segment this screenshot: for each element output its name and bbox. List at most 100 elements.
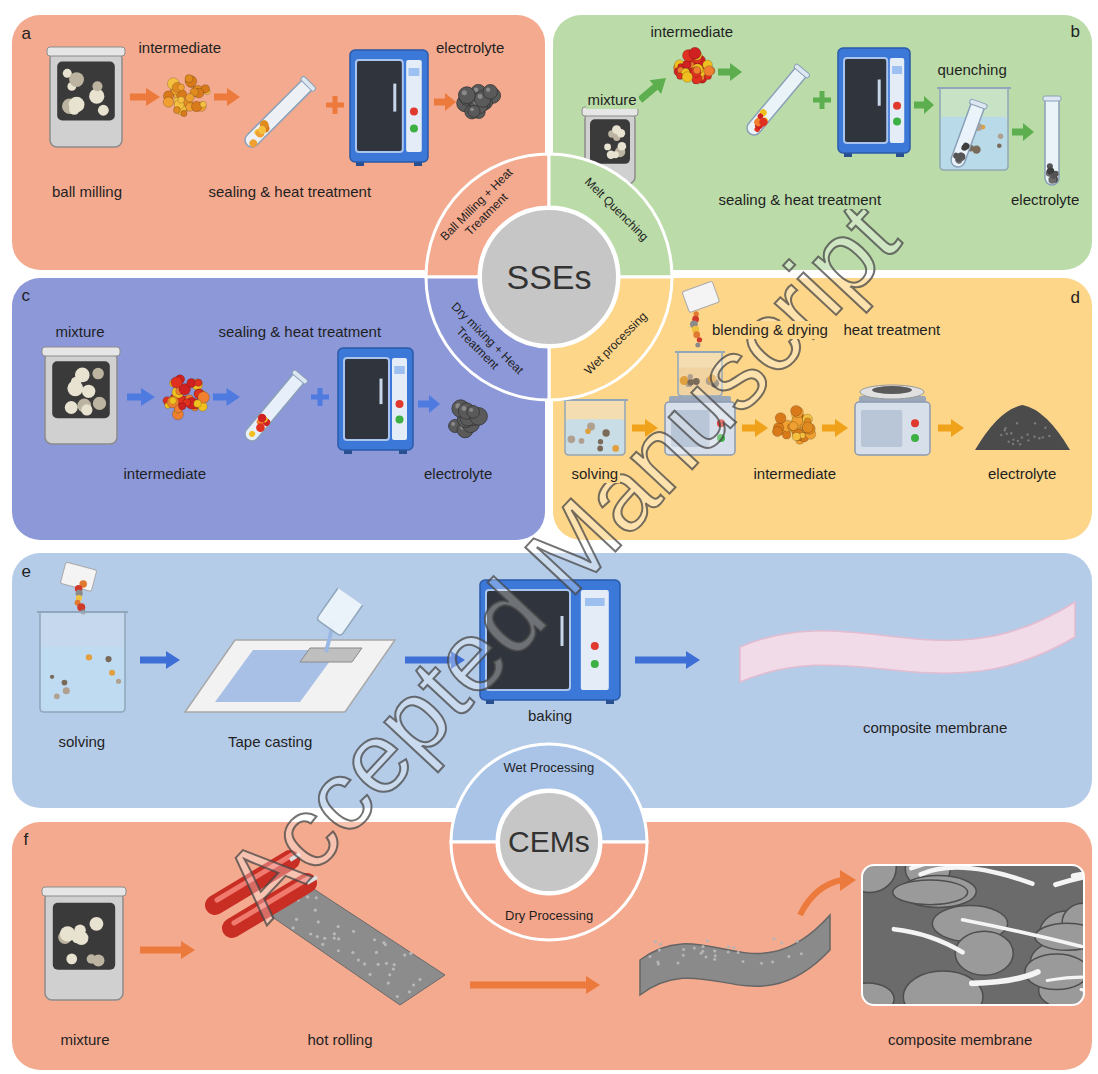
powder-cluster [795,431,802,438]
powder-cluster [185,93,194,102]
membrane-sheet [676,962,679,965]
test-tube [1048,176,1056,184]
electrolyte-pellets [460,92,473,105]
electrolyte-pellets [478,94,483,99]
step-label: composite membrane [861,719,1009,737]
beaker [941,117,1007,169]
ball-mill-jar [50,52,122,147]
step-label: composite membrane [886,1031,1034,1049]
electrolyte-pellets [464,409,469,414]
membrane-sheet [693,946,696,949]
powder-cluster [191,101,201,111]
panel-letter: c [20,286,33,306]
hot-rollers [388,973,391,976]
test-tube [756,112,764,120]
powder-cluster [163,97,173,107]
membrane-sheet [649,955,652,958]
drying-dish [872,386,912,394]
powder-cluster [190,88,198,96]
powder-pile [1000,434,1002,436]
ring-shape [451,744,647,940]
powder-cluster [800,430,809,439]
center-label: CEMs [506,824,592,860]
ball-mill-jar [615,147,625,157]
furnace [350,50,428,162]
powder-cluster [788,425,795,432]
electrolyte-pellets [467,413,480,426]
beaker [972,145,980,153]
hot-rollers [215,860,290,905]
ball-mill-jar [57,62,115,121]
furnace [344,448,352,454]
powder-cluster [176,89,186,99]
test-tube [1053,171,1059,177]
ball-mill-jar [74,931,88,945]
electrolyte-pellets [457,84,501,118]
hot-rollers [321,943,324,946]
test-tube [242,372,305,444]
step-label: hot rolling [306,1031,375,1049]
powder-cluster [174,89,184,99]
powder-cluster [195,104,201,110]
ball-mill-jar [590,119,630,164]
test-tube [255,417,264,426]
powder-cluster [181,110,187,116]
ball-mill-jar [69,97,85,113]
step-label: heat treatment [842,321,943,339]
flow-arrow [914,96,934,114]
powder-cluster [793,407,804,418]
powder-pile [1006,433,1008,435]
powder-cluster [194,88,204,98]
test-tube [758,116,769,127]
hot-rollers [403,953,406,956]
beaker [675,351,725,353]
step-label: solving [57,733,108,751]
membrane-sheet [787,955,790,958]
hot-rollers [292,926,295,929]
beaker [585,428,591,434]
step-label: electrolyte [434,39,506,57]
hot-plate [861,410,902,447]
powder-sachet [695,342,700,347]
powder-cluster [163,75,210,117]
test-tube [743,63,811,139]
hot-rollers [295,918,298,921]
test-tube [261,416,269,424]
ball-mill-jar [69,72,84,87]
powder-sachet [692,316,699,323]
powder-cluster [789,422,798,431]
membrane-sheet [771,961,774,964]
microstructure-image [862,865,1084,1005]
ball-mill-jar [53,903,115,970]
hot-rollers [412,983,415,986]
electrolyte-pellets [467,405,480,418]
electrolyte-pellets [457,411,474,428]
powder-cluster [677,72,685,80]
microstructure-image [1056,870,1084,884]
flow-arrow [718,63,742,81]
powder-cluster [795,414,806,425]
furnace [399,448,407,454]
electrolyte-pellets [460,406,478,424]
flow-arrow [938,419,964,437]
beaker [675,352,725,396]
powder-cluster [796,436,804,444]
test-tube [744,66,807,138]
plus-sign [333,96,338,114]
hot-plate [665,402,735,455]
powder-cluster [186,397,198,409]
beaker [587,423,595,431]
panel-letter: d [1069,288,1082,308]
ball-mill-jar [89,89,104,104]
ball-mill-jar [67,82,76,91]
test-tube [1047,163,1053,169]
furnace [409,68,420,76]
ball-mill-jar [47,47,125,147]
membrane-sheet [658,948,661,951]
electrolyte-pellets [455,403,460,408]
hot-rollers [297,899,300,902]
powder-cluster [172,86,182,96]
flow-arrow [140,651,180,669]
ball-mill-jar [612,125,621,134]
membrane-sheet [659,943,662,946]
